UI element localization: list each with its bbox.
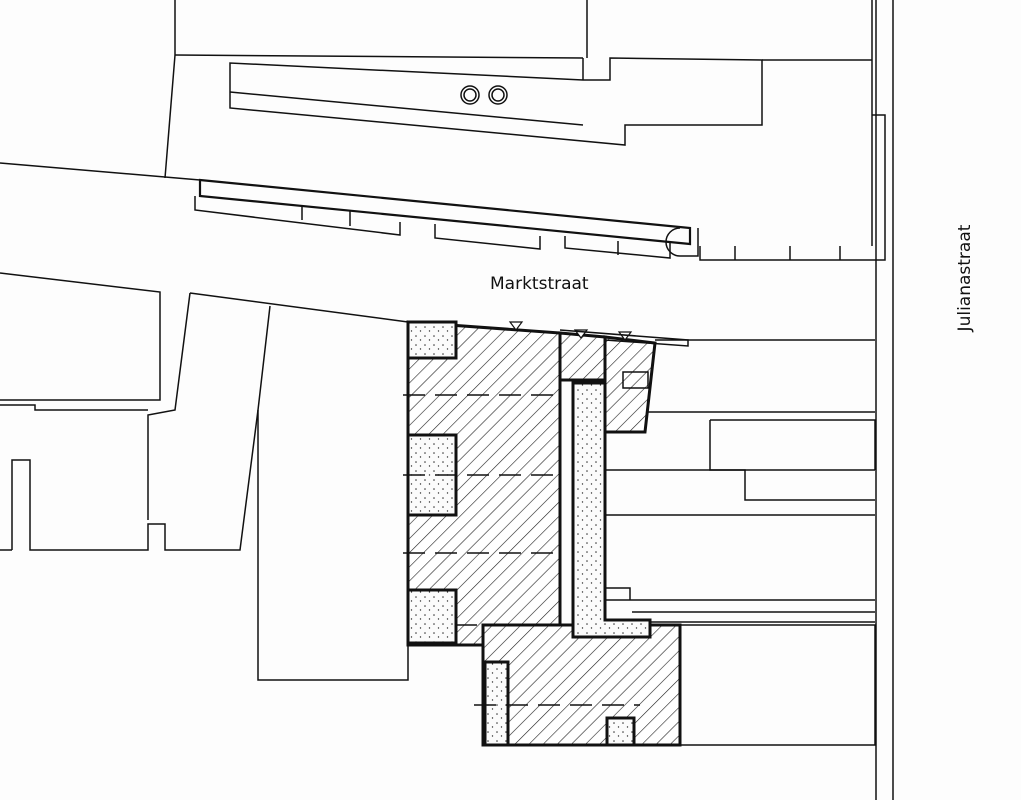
section-dashed-lines [403, 394, 640, 706]
julianastraat-label: Julianastraat [955, 224, 975, 332]
east-buildings [605, 339, 876, 746]
julianastraat-edges [875, 0, 894, 800]
marktstraat-label: Marktstraat [490, 274, 589, 294]
marktstraat-facade-north [0, 0, 886, 261]
southwest-buildings [0, 272, 409, 681]
upper-building-block [164, 0, 763, 179]
subject-building [403, 320, 689, 747]
